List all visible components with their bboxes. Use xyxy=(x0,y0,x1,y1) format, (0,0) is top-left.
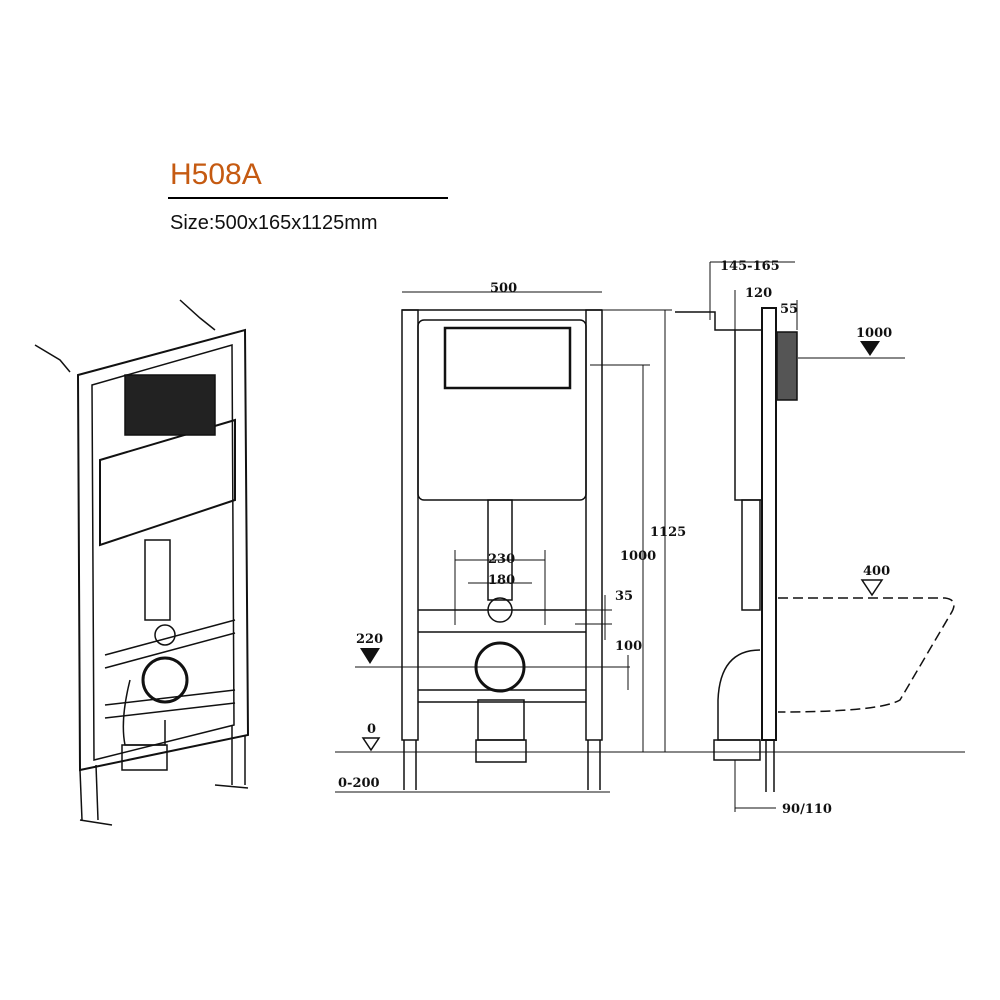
dim-width: 500 xyxy=(490,281,517,296)
dim-35: 35 xyxy=(615,589,633,604)
dim-230: 230 xyxy=(488,552,515,567)
dim-145-165: 145-165 xyxy=(720,259,780,274)
dim-90-110: 90/110 xyxy=(782,802,832,817)
dim-100: 100 xyxy=(615,639,642,654)
dim-180: 180 xyxy=(488,573,515,588)
model-title: H508A xyxy=(170,158,262,191)
dim-1000-front: 1000 xyxy=(620,549,656,564)
dim-0-200: 0-200 xyxy=(338,776,380,791)
dim-220: 220 xyxy=(356,632,383,647)
front-view: 500 230 180 35 100 220 0 0-200 1000 1125 xyxy=(335,281,965,793)
title-underline xyxy=(168,197,448,199)
side-view: 145-165 120 55 1000 400 90/110 xyxy=(675,259,955,817)
dim-120: 120 xyxy=(745,286,772,301)
dim-0: 0 xyxy=(367,722,376,737)
dim-1125: 1125 xyxy=(650,525,686,540)
perspective-view xyxy=(34,299,250,826)
dim-400: 400 xyxy=(863,564,890,579)
dim-1000-side: 1000 xyxy=(856,326,892,341)
dim-55: 55 xyxy=(780,302,798,317)
size-label: Size:500x165x1125mm xyxy=(170,212,378,234)
